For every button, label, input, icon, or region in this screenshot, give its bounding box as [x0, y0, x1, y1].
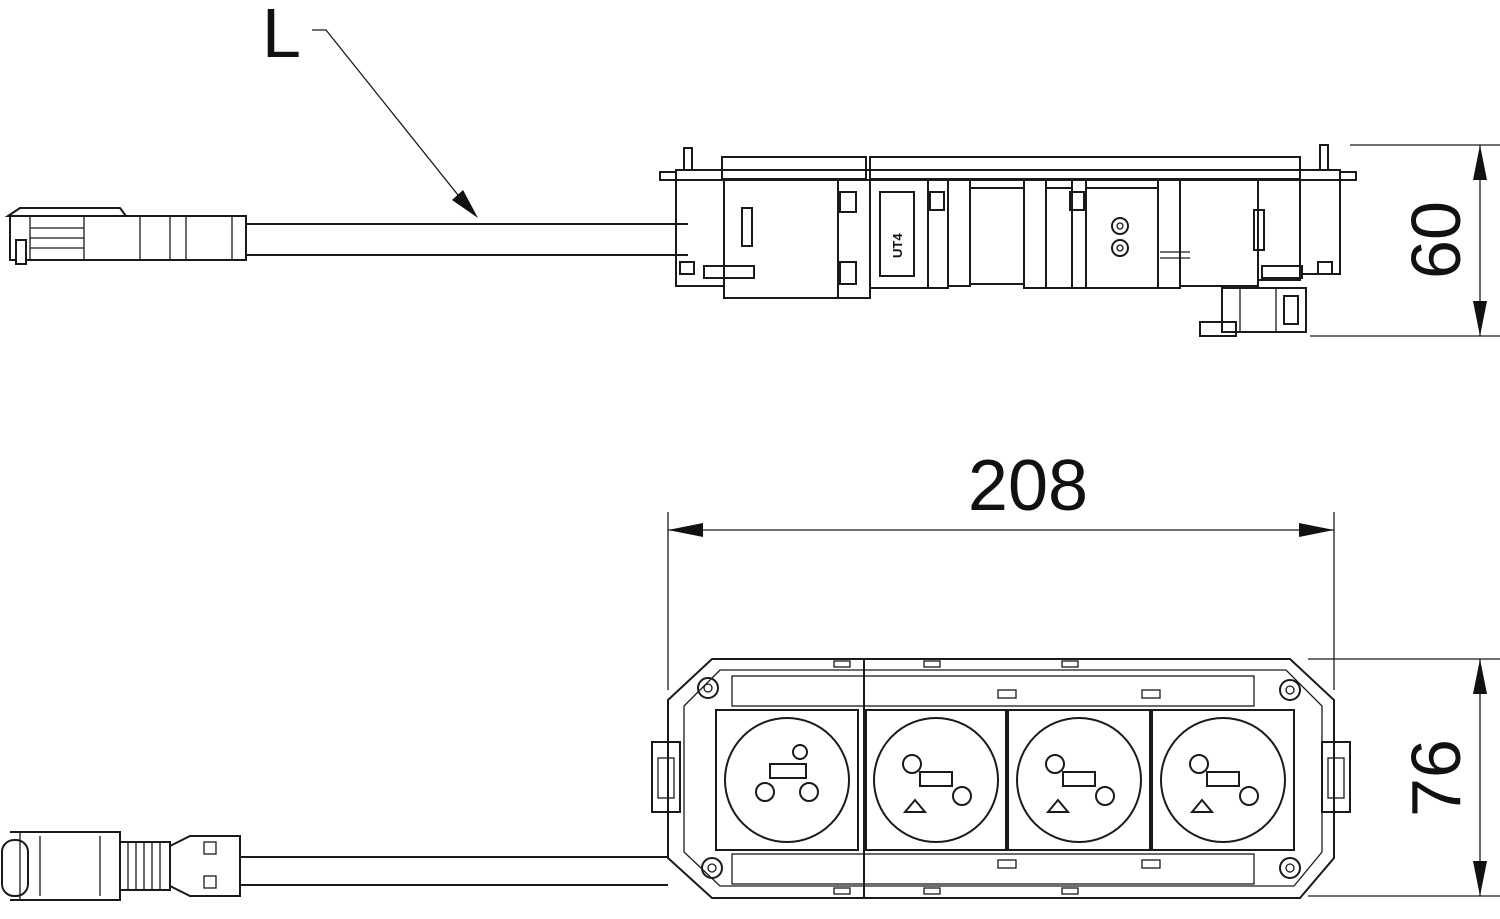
- socket-outlet-3: [1007, 709, 1151, 851]
- width-dimension: 208: [667, 446, 1335, 690]
- socket-outlet-1: [715, 709, 859, 851]
- height-dimension-label: 60: [1397, 201, 1475, 279]
- depth-dimension-label: 76: [1397, 739, 1475, 817]
- width-dimension-label: 208: [968, 446, 1088, 526]
- depth-dimension: 76: [1308, 658, 1500, 897]
- side-connector-plug: [4, 207, 247, 265]
- top-cable: [240, 856, 668, 886]
- top-connector-plug: [1, 831, 241, 901]
- cable-length-arrowhead: [452, 190, 478, 218]
- side-cable: [246, 223, 688, 256]
- socket-outlet-2: [865, 709, 1007, 851]
- socket-outlet-4: [1151, 709, 1295, 851]
- top-view: 208 76: [1, 446, 1500, 901]
- height-dimension: 60: [1310, 144, 1500, 337]
- cable-length-label: L: [262, 0, 301, 72]
- side-housing: UT4: [659, 144, 1357, 337]
- module-marking-label: UT4: [890, 233, 905, 258]
- side-view: L: [4, 0, 1500, 337]
- cable-length-leader: [312, 29, 471, 211]
- top-housing: [651, 658, 1351, 899]
